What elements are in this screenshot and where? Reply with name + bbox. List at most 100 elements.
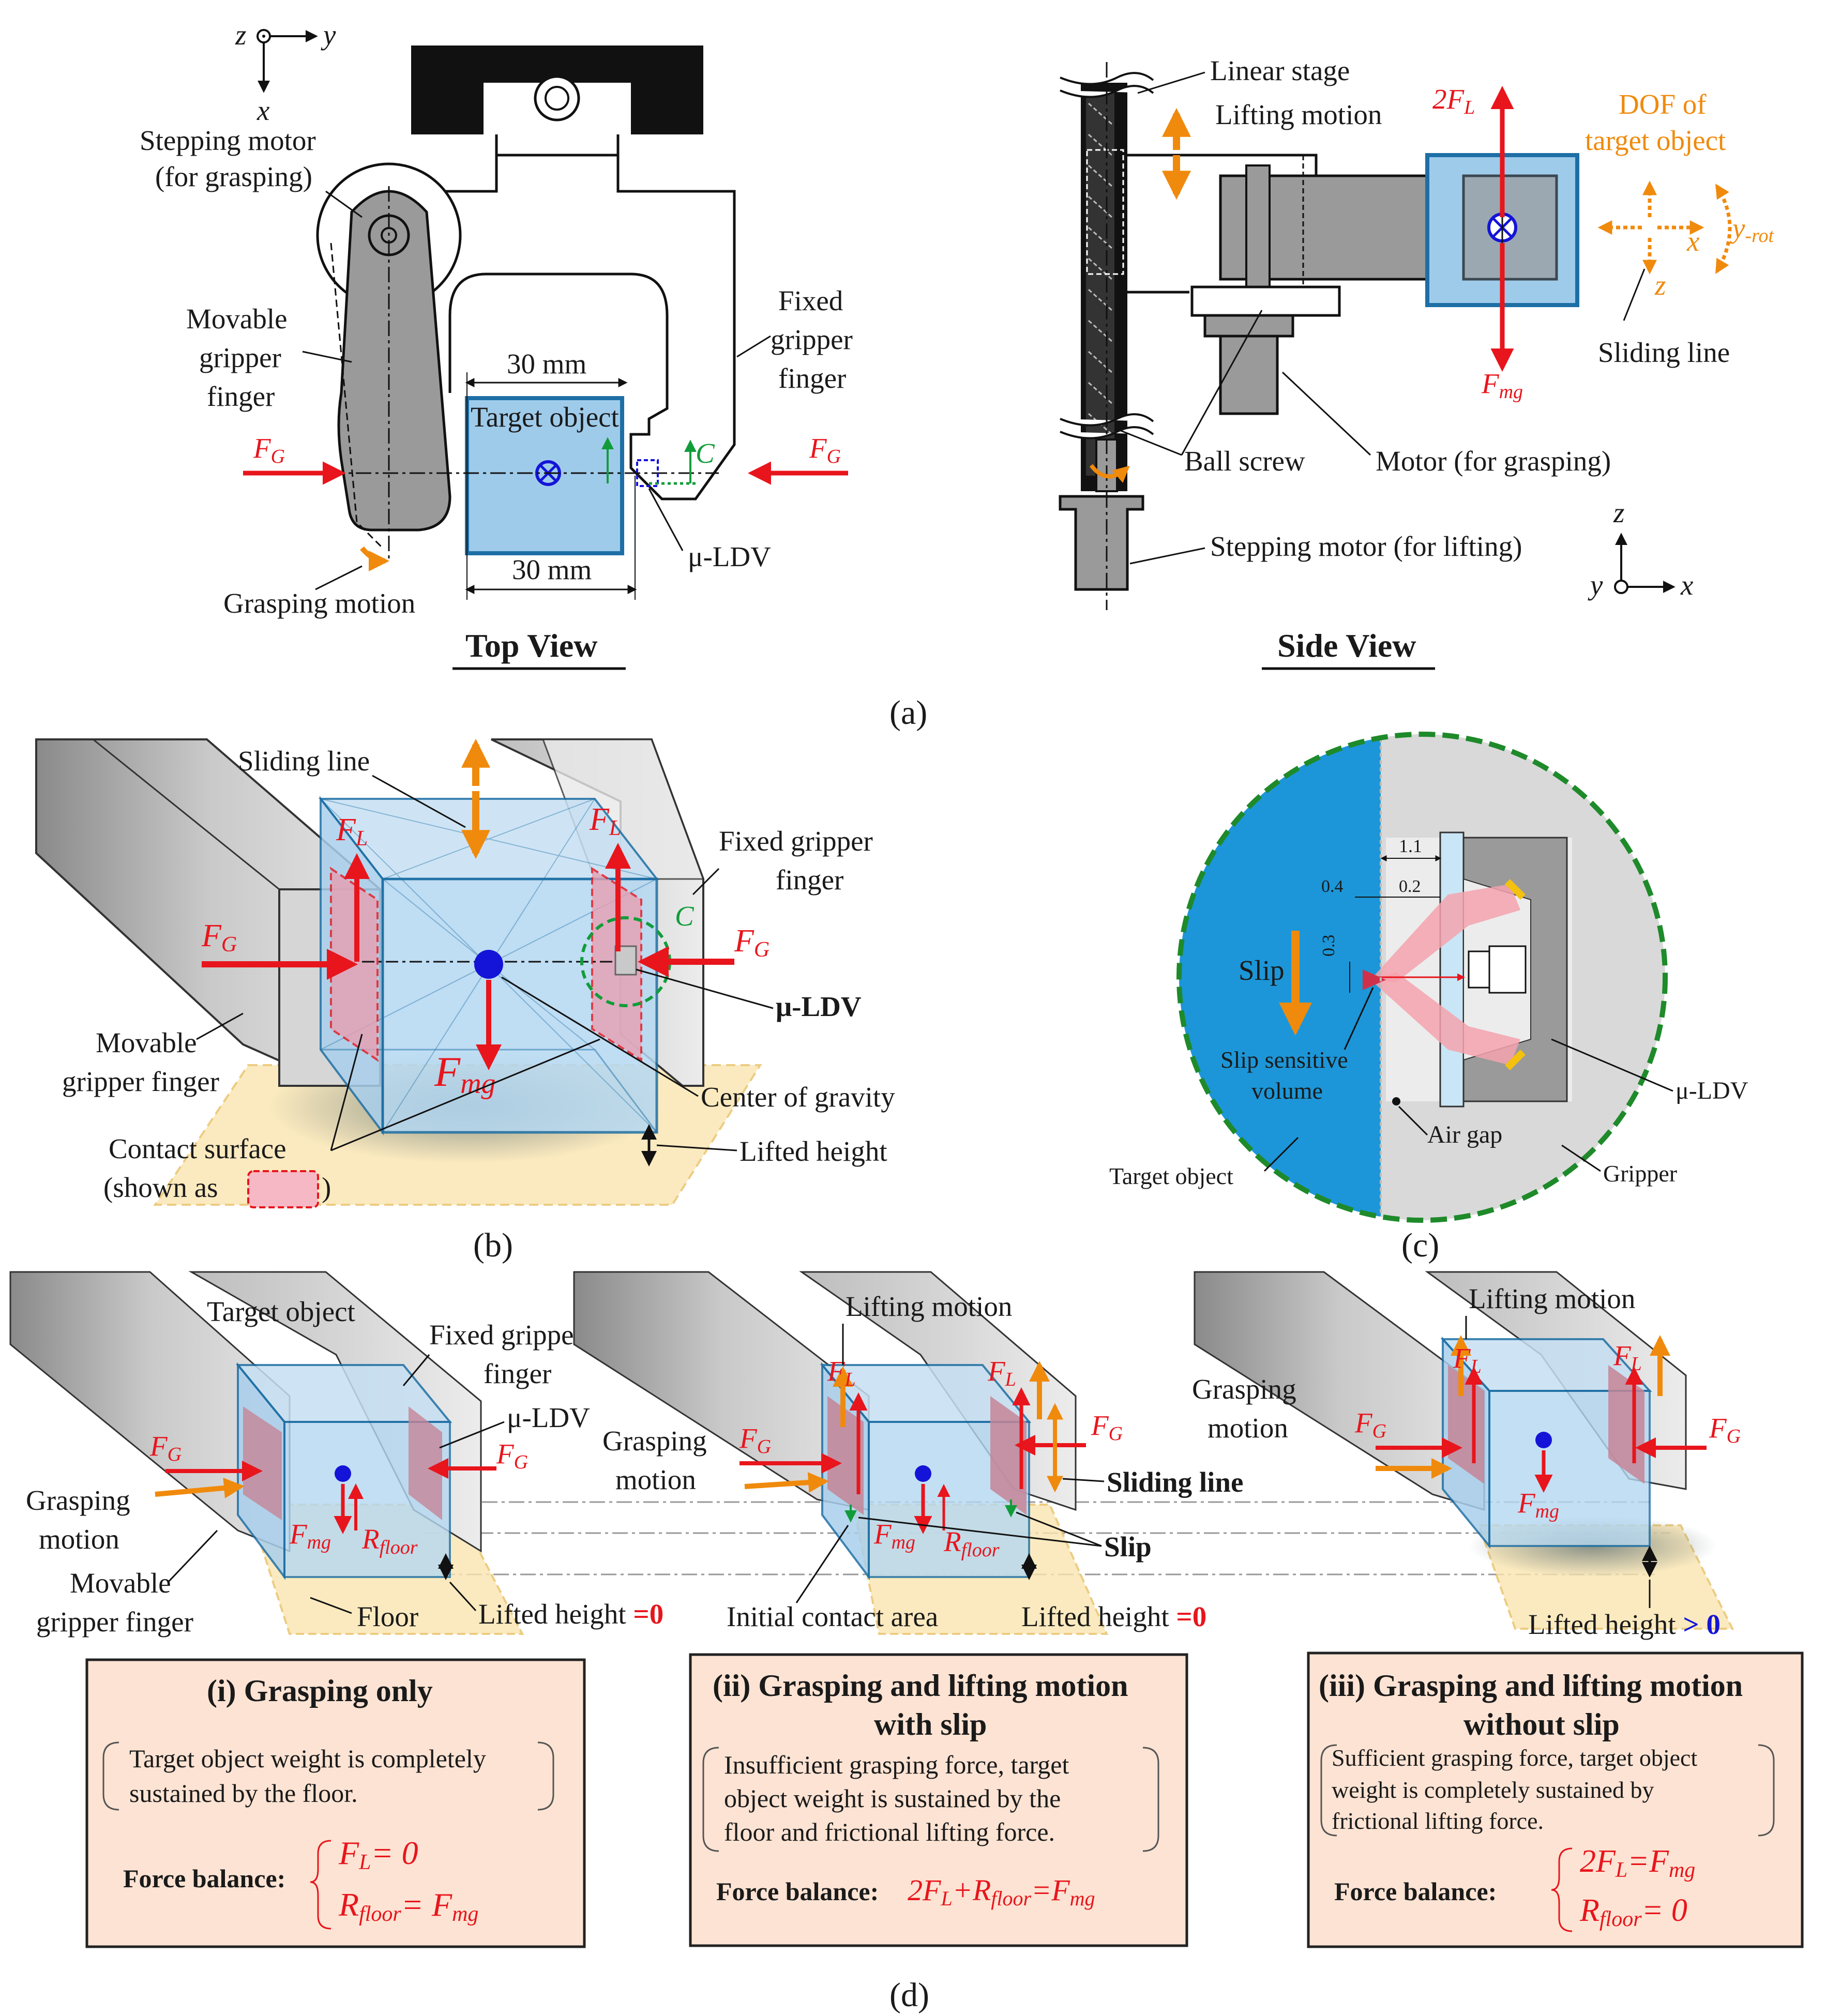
fmg-label: F [1481,368,1500,399]
fixed-label-3: finger [778,362,846,394]
caption-b: (b) [473,1226,513,1264]
dof-label-2: target object [1585,125,1726,156]
stepping-motor-lifting [1059,495,1144,591]
movable-label-1: Movable [186,303,288,335]
svg-text:FL= 0: FL= 0 [338,1835,418,1874]
air-gap-label: Air gap [1427,1121,1502,1148]
s1-grasp-1: Grasping [26,1484,130,1516]
svg-text:FL: FL [589,802,621,840]
movable-label-2: gripper [199,342,281,373]
caption-c: (c) [1401,1226,1439,1264]
fg-right-b-label: F [734,923,754,959]
dim-30mm-bottom: 30 mm [512,554,592,585]
svg-text:FL: FL [1453,1342,1482,1377]
motor-grasping [1219,335,1279,415]
s1-ldv: μ-LDV [507,1402,590,1433]
stepping-motor-label-1: Stepping motor [140,125,316,156]
svg-text:Rfloor= Fmg: Rfloor= Fmg [338,1886,478,1926]
svg-text:FG: FG [149,1430,182,1465]
contact-label-2: (shown as [103,1172,218,1203]
ldv-label: μ-LDV [688,541,771,572]
svg-text:FG: FG [496,1438,528,1473]
dim-11: 1.1 [1399,836,1422,856]
s2-initial: Initial contact area [727,1601,938,1632]
sliding-line-label: Sliding line [1598,337,1730,368]
svg-text:2FL: 2FL [1432,83,1475,118]
center-of-gravity-dot [474,950,503,979]
slip-label: Slip [1239,954,1285,986]
panel-c: Slip Slip sensitive volume 1.1 0.4 0.2 0… [1109,732,1748,1223]
dof-yrot: y [1730,213,1745,244]
s2-lifted: Lifted height [1021,1601,1176,1632]
target-object-label: Target object [471,401,619,433]
dof-z: z [1654,269,1666,301]
linear-stage-label: Linear stage [1210,55,1350,86]
box-3-title-2: without slip [1463,1707,1620,1741]
box-2-title-2: with slip [874,1707,987,1741]
grasping-motion-label: Grasping motion [223,587,415,619]
axis-y-label: y [321,19,336,51]
gripper-c-label: Gripper [1603,1160,1677,1187]
s3-grasp-1: Grasping [1192,1373,1296,1405]
box-3-desc-1: Sufficient grasping force, target object [1332,1745,1697,1771]
s2-sliding: Sliding line [1107,1466,1243,1498]
stepping-lifting-label: Stepping motor (for lifting) [1210,530,1522,562]
s2-grasp-1: Grasping [602,1425,707,1457]
contact-label-3: ) [322,1172,331,1203]
stepping-motor-label-2: (for grasping) [155,161,312,192]
axis-x-label: x [256,95,270,126]
svg-text:Rfloor: Rfloor [361,1523,418,1558]
svg-text:Fmg: Fmg [1517,1487,1559,1522]
fixed-b-label-1: Fixed gripper [719,825,873,857]
svg-text:FG: FG [253,432,285,467]
svg-text:2FL+Rfloor=Fmg: 2FL+Rfloor=Fmg [908,1873,1095,1910]
zoom-circle [1176,732,1668,1223]
dof-label-1: DOF of [1619,88,1707,120]
svg-text:Fmg: Fmg [1481,368,1523,403]
fg-left-label: F [253,432,271,464]
fl-left-b-label: F [336,812,356,847]
lifted-height-b: Lifted height [740,1135,887,1167]
box-3-desc-3: frictional lifting force. [1332,1808,1544,1834]
svg-text:Lifted height > 0: Lifted height > 0 [1528,1609,1721,1640]
ball-screw-label: Ball screw [1184,445,1305,477]
svg-text:FL: FL [1613,1340,1642,1375]
c-label: C [696,437,715,469]
s2-lifting: Lifting motion [846,1291,1012,1322]
movable-b-label-1: Movable [96,1027,197,1058]
svg-text:Lifted height =0: Lifted height =0 [1021,1601,1206,1632]
fl-label: 2F [1432,83,1465,115]
s3-grasp-2: motion [1208,1412,1288,1444]
svg-text:FG: FG [734,923,769,962]
dim-02: 0.2 [1399,877,1421,896]
box-2-frame [689,1653,1188,1947]
top-view-title: Top View [465,627,598,664]
side-axis-x: x [1680,569,1694,601]
fixed-gripper-outline [440,155,736,501]
box-3-desc-2: weight is completely sustained by [1332,1777,1654,1803]
box-1-title: (i) Grasping only [207,1674,433,1708]
box-2-desc-3: floor and frictional lifting force. [724,1817,1055,1846]
ssv-label-1: Slip sensitive [1220,1047,1348,1073]
fmg-b-label: F [434,1048,461,1095]
s1-lifted: Lifted height [478,1598,633,1630]
axis-z-label: z [235,19,246,51]
fg-right-label: F [809,432,827,464]
box-2: (ii) Grasping and lifting motion with sl… [689,1653,1188,1947]
s3-lifting: Lifting motion [1469,1283,1635,1314]
s1-floor: Floor [357,1601,418,1632]
s1-grasp-2: motion [39,1523,119,1555]
box-2-title: (ii) Grasping and lifting motion [713,1669,1128,1703]
box-3-title: (iii) Grasping and lifting motion [1319,1669,1743,1703]
cog-label: Center of gravity [701,1081,895,1113]
panel-a-top-view: z y x 30 mm 30 mm Target object [140,19,853,670]
movable-b-label-2: gripper finger [62,1066,219,1097]
scene-2: FG FG FL FL Fmg Rfloor Lifting motion Gr… [573,1271,1243,1635]
grasping-motion-arrow [360,546,389,571]
fixed-label-1: Fixed [778,285,843,316]
contact-label-1: Contact surface [109,1133,286,1164]
top-housing [411,46,703,134]
fixed-label-2: gripper [771,324,853,355]
